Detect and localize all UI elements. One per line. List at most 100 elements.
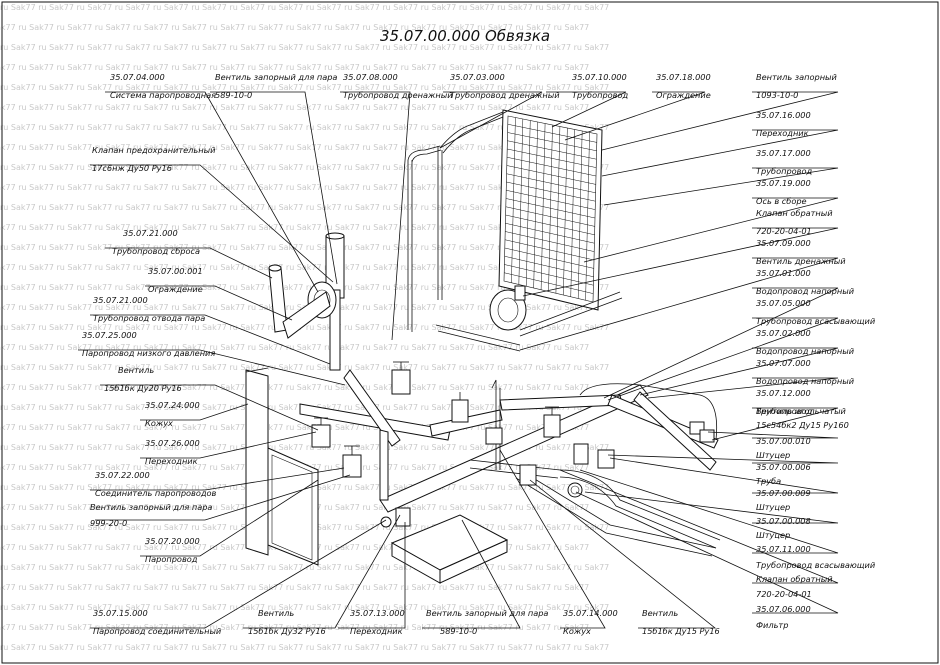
label-l32-code: 35.07.00.008 <box>756 516 811 526</box>
label-l36-name: Паропровод соединительный <box>93 626 222 636</box>
label-l4-name: Трубопровод дренажный <box>450 90 560 100</box>
label-l19-name: Паропровод низкого давления <box>82 348 215 358</box>
label-l3-code: 35.07.08.000 <box>343 72 398 82</box>
label-l16-name: Водопровод напорный <box>756 286 855 296</box>
label-l9-name: 17с6нж Ду50 Ру16 <box>92 163 172 173</box>
fence-grid-line <box>507 148 597 168</box>
fence-grid-line <box>504 256 594 278</box>
label-l28-name: Труба <box>756 476 781 486</box>
label-l15-name: Ограждение <box>148 284 203 294</box>
watermark-row: ru Sak77 ru Sak77 ru Sak77 ru Sak77 ru S… <box>0 183 589 192</box>
label-l5-name: Трубопровод <box>572 90 628 100</box>
label-l21-name: 15б1бк Ду20 Ру16 <box>104 383 182 393</box>
label-l3-name: Трубопровод дренажный <box>343 90 453 100</box>
watermark-row: ru Sak77 ru Sak77 ru Sak77 ru Sak77 ru S… <box>0 123 609 132</box>
fence-grid-line <box>504 264 594 286</box>
fence-grid-line <box>504 247 594 269</box>
label-l10-code: 35.07.17.000 <box>756 148 811 158</box>
watermark-row: ru Sak77 ru Sak77 ru Sak77 ru Sak77 ru S… <box>0 563 609 572</box>
label-l34-code: 35.07.11.000 <box>756 544 811 554</box>
label-l4-code: 35.07.03.000 <box>450 72 505 82</box>
label-l37-name: 15б1бк Ду32 Ру16 <box>248 626 326 636</box>
watermark-row: ru Sak77 ru Sak77 ru Sak77 ru Sak77 ru S… <box>0 363 609 372</box>
watermark-row: ru Sak77 ru Sak77 ru Sak77 ru Sak77 ru S… <box>0 223 589 232</box>
fence-grid-line <box>506 173 596 194</box>
watermark-row: ru Sak77 ru Sak77 ru Sak77 ru Sak77 ru S… <box>0 303 589 312</box>
label-l33-code: 35.07.20.000 <box>145 536 200 546</box>
label-l28-code: 35.07.00.006 <box>756 462 811 472</box>
label-l23-code: 35.07.12.000 <box>756 388 811 398</box>
label-l8-code: 35.07.16.000 <box>756 110 811 120</box>
label-l23-name: Трубопровод <box>756 406 812 416</box>
fence-grid-line <box>505 206 595 227</box>
watermark-row: ru Sak77 ru Sak77 ru Sak77 ru Sak77 ru S… <box>0 43 609 52</box>
watermark-row: ru Sak77 ru Sak77 ru Sak77 ru Sak77 ru S… <box>0 423 589 432</box>
label-l13-name: Трубопровод сброса <box>112 246 200 256</box>
label-l9-code: Клапан предохранительный <box>92 145 216 155</box>
label-l22-name: Водопровод напорный <box>756 376 855 386</box>
fence-grid-line <box>505 231 595 252</box>
fence-grid-line <box>507 132 597 152</box>
label-l25-name: 15с54бк2 Ду15 Ру160 <box>756 420 849 430</box>
label-l1-code: 35.07.04.000 <box>110 72 165 82</box>
fence-grid <box>498 109 603 311</box>
label-l18-code: 35.07.05.000 <box>756 298 811 308</box>
label-l26-code: 35.07.00.010 <box>756 436 811 446</box>
fence-grid-line <box>505 198 596 219</box>
fence-grid-line <box>507 124 597 143</box>
watermark-row: ru Sak77 ru Sak77 ru Sak77 ru Sak77 ru S… <box>0 583 589 592</box>
label-l2-code: Вентиль запорный для пара <box>215 72 337 82</box>
label-l2-name: 589-10-0 <box>215 90 252 100</box>
label-l34-name: Трубопровод всасывающий <box>756 560 876 570</box>
fence-grid-line <box>507 140 597 160</box>
left-casing <box>245 367 319 566</box>
label-l30-name: Штуцер <box>756 502 790 512</box>
label-l39-code: Вентиль запорный для пара <box>426 608 548 618</box>
label-l26-name: Штуцер <box>756 450 790 460</box>
label-l29-code: 35.07.22.000 <box>95 470 150 480</box>
label-l12-code: Клапан обратный <box>756 208 833 218</box>
label-l15-code: 35.07.00.001 <box>148 266 203 276</box>
fence-grid-line <box>506 190 596 210</box>
piping-assembly <box>245 109 721 584</box>
label-l16-code: 35.07.01.000 <box>756 268 811 278</box>
label-l24-name: Кожух <box>145 418 173 428</box>
label-l20-code: 35.07.02.000 <box>756 328 811 338</box>
label-l42-code: 35.07.06.000 <box>756 604 811 614</box>
label-l14-code: 35.07.09.000 <box>756 238 811 248</box>
leader-lines <box>78 91 839 629</box>
watermark-row: ru Sak77 ru Sak77 ru Sak77 ru Sak77 ru S… <box>0 443 609 452</box>
label-l40-name: Кожух <box>563 626 591 636</box>
label-l35-code: Клапан обратный <box>756 574 833 584</box>
label-l40-code: 35.07.14.000 <box>563 608 618 618</box>
label-l6-name: Ограждение <box>656 90 711 100</box>
fence-grid-line <box>505 214 595 236</box>
label-l13-code: 35.07.21.000 <box>123 228 178 238</box>
label-l7-name: 1093-10-0 <box>756 90 798 100</box>
valves <box>311 361 715 528</box>
watermark-row: ru Sak77 ru Sak77 ru Sak77 ru Sak77 ru S… <box>0 3 609 12</box>
label-l31-name: 999-20-0 <box>90 518 127 528</box>
labels-layer: 35.07.04.000 Система паропроводная Венти… <box>82 72 876 636</box>
label-l19-code: 35.07.25.000 <box>82 330 137 340</box>
label-l10-name: Трубопровод <box>756 166 812 176</box>
watermark-row: ru Sak77 ru Sak77 ru Sak77 ru Sak77 ru S… <box>0 323 609 332</box>
watermark-row: ru Sak77 ru Sak77 ru Sak77 ru Sak77 ru S… <box>0 203 609 212</box>
watermark-row: ru Sak77 ru Sak77 ru Sak77 ru Sak77 ru S… <box>0 623 589 632</box>
label-l42-name: Фильтр <box>756 620 788 630</box>
label-l38-code: 35.07.13.000 <box>350 608 405 618</box>
watermark-row: ru Sak77 ru Sak77 ru Sak77 ru Sak77 ru S… <box>0 63 589 72</box>
label-l22-code: 35.07.07.000 <box>756 358 811 368</box>
label-l30-code: 35.07.00.009 <box>756 488 811 498</box>
label-l41-name: 15б1бк Ду15 Ру16 <box>642 626 720 636</box>
label-l11-code: 35.07.19.000 <box>756 178 811 188</box>
bottom-casing <box>390 514 509 584</box>
label-l1-name: Система паропроводная <box>110 90 216 100</box>
watermark-row: ru Sak77 ru Sak77 ru Sak77 ru Sak77 ru S… <box>0 643 609 652</box>
fence-grid-line <box>506 181 596 202</box>
label-l27-name: Переходник <box>145 456 198 466</box>
drawing-title: 35.07.00.000 Обвязка <box>380 27 550 45</box>
label-l31-code: Вентиль запорный для пара <box>90 502 212 512</box>
